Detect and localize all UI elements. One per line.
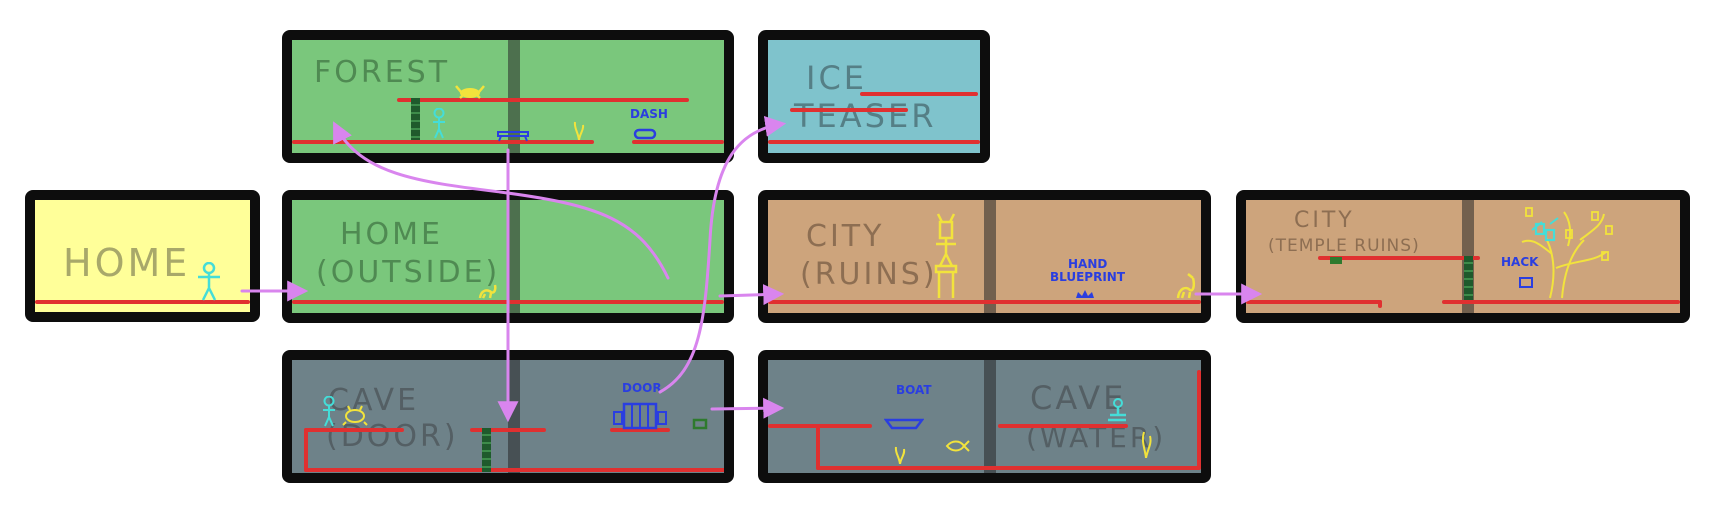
object-label-boat: BOAT: [896, 383, 932, 397]
item-label-line2: BLUEPRINT: [1050, 270, 1126, 284]
left-ledge: [768, 424, 872, 428]
room-title-line2: (TEMPLE RUINS): [1268, 236, 1420, 256]
room-city-temple-ruins: CITY (TEMPLE RUINS) HACK: [1236, 190, 1690, 323]
floor-right: [1442, 300, 1680, 304]
plant-icon: [573, 121, 585, 140]
room-title-line1: CITY: [806, 219, 885, 254]
room-forest: FOREST DASH: [282, 30, 734, 163]
player-icon: [433, 108, 445, 139]
screen-divider: [984, 360, 996, 473]
floor-step: [1378, 300, 1382, 308]
lower-ledge: [790, 108, 908, 112]
room-title-line1: CAVE: [328, 383, 420, 418]
room-title-line2: TEASER: [794, 97, 937, 135]
middle-ledge: [470, 428, 546, 432]
room-title-line1: CITY: [1294, 208, 1355, 233]
upper-ledge: [860, 92, 978, 96]
statue-icon: [934, 213, 958, 298]
floor: [768, 140, 980, 144]
room-title-line2: (OUTSIDE): [316, 255, 501, 290]
floor-right: [632, 140, 724, 144]
room-title-line2: (RUINS): [800, 257, 938, 292]
upper-ledge: [397, 98, 689, 102]
object-label-door: DOOR: [622, 381, 662, 395]
ability-label-dash: DASH: [630, 107, 668, 121]
creature-icon: [1176, 273, 1196, 299]
hand-blueprint-icon: [1076, 290, 1094, 298]
screen-divider: [508, 200, 520, 313]
room-title-line1: ICE: [806, 59, 867, 97]
room-cave-door: CAVE (DOOR) DOOR: [282, 350, 734, 483]
right-ledge: [998, 424, 1128, 428]
crab-creature-icon: [455, 85, 485, 99]
player-icon: [1108, 398, 1126, 422]
pit-floor: [816, 466, 1200, 470]
floor-left: [1246, 300, 1382, 304]
tree-icon: [1521, 207, 1613, 299]
room-title-line2: (DOOR): [326, 419, 459, 454]
floor: [292, 140, 594, 144]
door-ledge: [610, 428, 670, 432]
room-home-outside: HOME (OUTSIDE): [282, 190, 734, 323]
room-home: HOME: [25, 190, 260, 322]
screen-divider: [508, 360, 520, 473]
room-city-ruins: CITY (RUINS) HAND BLUEPRINT: [758, 190, 1211, 323]
floor: [35, 300, 250, 304]
fish-creature-icon: [945, 440, 970, 452]
plant-icon: [1141, 431, 1152, 458]
hack-pickup-icon: [1519, 277, 1533, 288]
right-wall: [1197, 370, 1201, 470]
floor: [292, 300, 724, 304]
item-label-line1: HAND: [1068, 257, 1108, 271]
ledge-wall: [304, 428, 308, 472]
room-title-forest: FOREST: [314, 55, 451, 90]
ability-label-hack: HACK: [1501, 255, 1539, 269]
creature-icon: [478, 284, 497, 299]
ladder: [1464, 256, 1473, 300]
room-title-line2: (WATER): [1026, 421, 1167, 454]
room-cave-water: CAVE (WATER) BOAT: [758, 350, 1211, 483]
pit-wall: [816, 424, 820, 470]
room-title-line1: CAVE: [1030, 379, 1127, 417]
screen-divider: [984, 200, 996, 313]
player-icon: [323, 396, 335, 427]
room-title-line1: HOME: [340, 217, 444, 252]
beetle-creature-icon: [342, 405, 368, 426]
switch-icon: [1330, 257, 1342, 264]
ladder: [411, 98, 420, 140]
cave-floor: [304, 468, 724, 472]
springboard-icon: [497, 131, 529, 142]
right-wall: [725, 428, 729, 472]
door-icon: [613, 402, 667, 430]
boat-icon: [884, 418, 924, 430]
floor: [768, 300, 1201, 304]
plant-icon: [894, 446, 906, 464]
left-ledge: [304, 428, 404, 432]
upper-ledge: [1318, 256, 1480, 260]
room-title-home: HOME: [63, 241, 191, 285]
room-ice-teaser: ICE TEASER: [758, 30, 990, 163]
switch-icon: [692, 418, 708, 430]
ladder: [482, 428, 491, 472]
dash-pickup-icon: [633, 128, 657, 140]
player-icon: [198, 262, 220, 301]
